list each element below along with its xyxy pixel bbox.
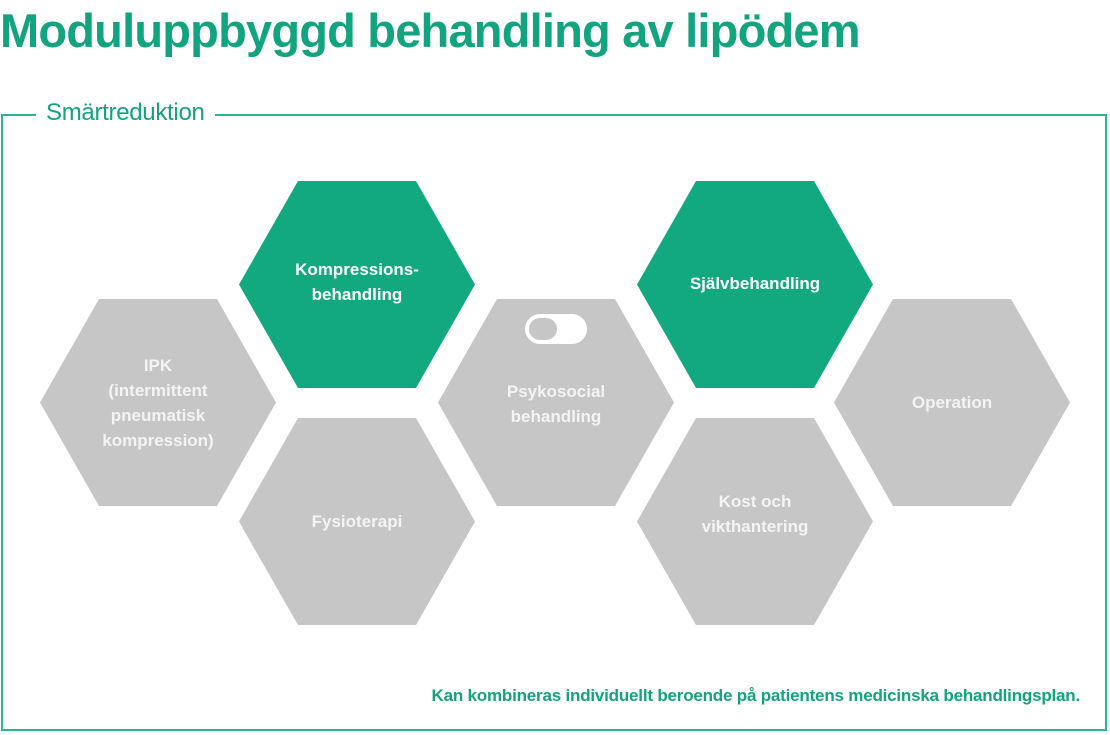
section-label: Smärtreduktion: [36, 97, 215, 129]
module-label: Psykosocial behandling: [506, 381, 606, 426]
module-label: IPK (intermittent pneumatisk kompression…: [102, 355, 214, 450]
module-label: Fysioterapi: [311, 512, 403, 531]
footnote: Kan kombineras individuellt beroende på …: [431, 686, 1081, 705]
module-label: Självbehandling: [689, 274, 821, 293]
module-kompressionsbehandling[interactable]: Kompressions- behandling: [239, 181, 475, 388]
module-label: Kompressions- behandling: [295, 260, 419, 304]
section-frame: [1, 114, 1107, 731]
module-fysioterapi[interactable]: Fysioterapi: [239, 418, 475, 625]
toggle-off-icon[interactable]: [525, 314, 587, 344]
page-title: Moduluppbyggd behandling av lipödem: [0, 4, 861, 57]
module-label: Kost och vikthantering: [701, 492, 809, 536]
toggle-knob: [529, 318, 557, 340]
module-label: Operation: [911, 393, 993, 412]
